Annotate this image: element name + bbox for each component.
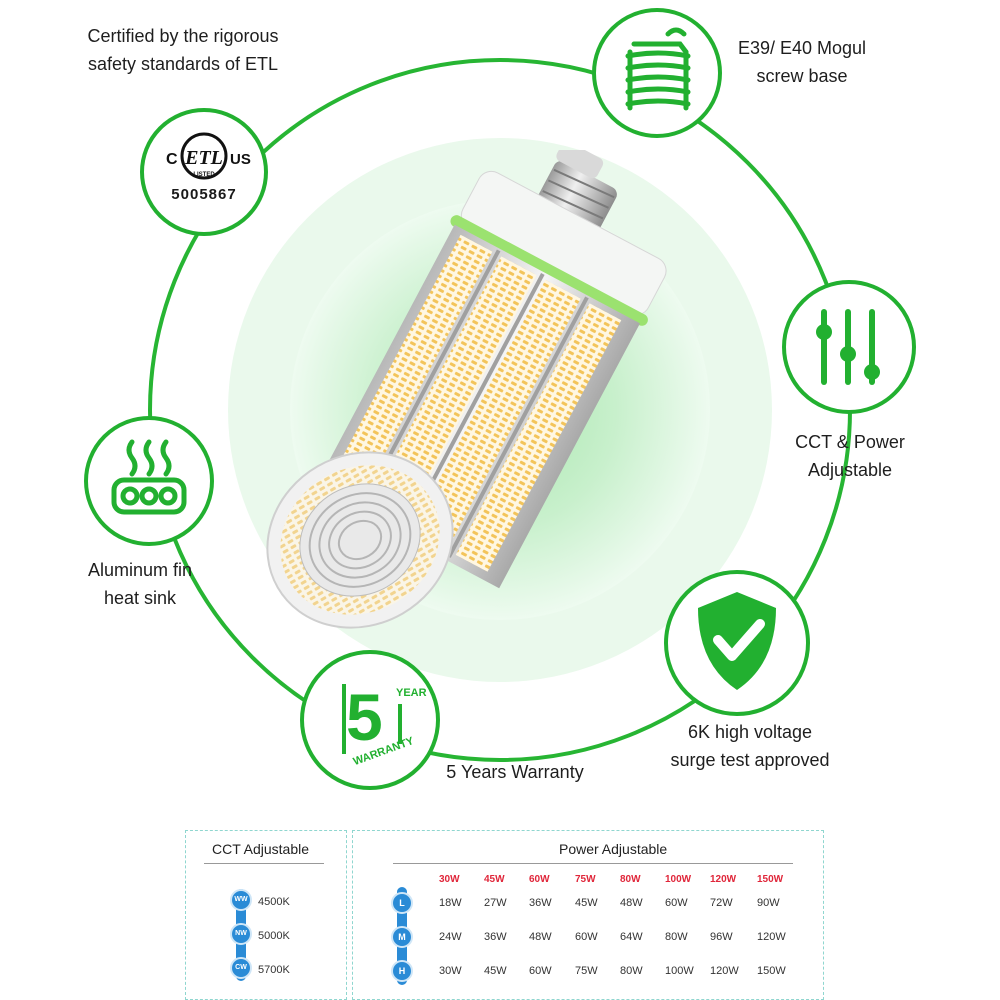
heat-sink-caption: Aluminum fin heat sink bbox=[50, 556, 230, 612]
power-level-h: H bbox=[391, 960, 413, 982]
sliders-icon bbox=[816, 309, 880, 385]
heat-sink-caption-line2: heat sink bbox=[103, 588, 177, 608]
power-header-100w: 100W bbox=[665, 874, 692, 885]
etl-badge: ETL LISTED C US 5005867 bbox=[140, 108, 268, 236]
power-cell: 48W bbox=[529, 931, 552, 943]
power-cell: 64W bbox=[620, 931, 643, 943]
warranty-icon: 5 YEAR WARRANTY bbox=[342, 680, 427, 768]
screw-base-caption-line1: E39/ E40 Mogul bbox=[737, 38, 867, 58]
power-cell: 75W bbox=[575, 965, 598, 977]
etl-mark-us: US bbox=[230, 151, 251, 168]
power-cell: 72W bbox=[710, 897, 733, 909]
power-level-l: L bbox=[391, 892, 413, 914]
cct-value-cw: 5700K bbox=[258, 964, 290, 976]
power-cell: 60W bbox=[529, 965, 552, 977]
warranty-badge-year: YEAR bbox=[396, 687, 427, 699]
power-header-120w: 120W bbox=[710, 874, 737, 885]
power-cell: 45W bbox=[484, 965, 507, 977]
power-cell: 150W bbox=[757, 965, 786, 977]
shield-check-icon bbox=[698, 592, 776, 690]
adjust-caption-line1: CCT & Power bbox=[795, 432, 905, 452]
power-cell: 60W bbox=[665, 897, 688, 909]
etl-listed-icon: ETL LISTED C US bbox=[166, 132, 251, 180]
warranty-badge-number: 5 bbox=[346, 680, 383, 754]
etl-number: 5005867 bbox=[171, 186, 237, 203]
screw-base-caption: E39/ E40 Mogul screw base bbox=[712, 34, 892, 90]
power-cell: 90W bbox=[757, 897, 780, 909]
surge-caption-line1: 6K high voltage bbox=[687, 722, 813, 742]
corn-bulb-illustration bbox=[266, 150, 667, 629]
power-level-m: M bbox=[391, 926, 413, 948]
etl-mark-text: ETL bbox=[184, 147, 223, 169]
heat-sink-caption-line1: Aluminum fin bbox=[87, 560, 193, 580]
power-cell: 36W bbox=[529, 897, 552, 909]
power-header-80w: 80W bbox=[620, 874, 641, 885]
etl-caption: Certified by the rigorous safety standar… bbox=[58, 22, 308, 78]
etl-mark-c: C bbox=[166, 151, 178, 168]
bulb-end-cap bbox=[266, 451, 454, 629]
warranty-badge: 5 YEAR WARRANTY bbox=[300, 650, 440, 790]
surge-badge bbox=[664, 570, 810, 716]
power-header-30w: 30W bbox=[439, 874, 460, 885]
power-cell: 27W bbox=[484, 897, 507, 909]
power-header-45w: 45W bbox=[484, 874, 505, 885]
screw-base-caption-line2: screw base bbox=[756, 66, 848, 86]
adjust-caption: CCT & Power Adjustable bbox=[770, 428, 930, 484]
cct-value-ww: 4500K bbox=[258, 896, 290, 908]
power-cell: 45W bbox=[575, 897, 598, 909]
etl-caption-line1: Certified by the rigorous bbox=[87, 26, 279, 46]
power-cell: 80W bbox=[665, 931, 688, 943]
cct-value-nw: 5000K bbox=[258, 930, 290, 942]
power-cell: 100W bbox=[665, 965, 694, 977]
cct-code-cw: CW bbox=[230, 957, 252, 979]
etl-caption-line2: safety standards of ETL bbox=[87, 54, 279, 74]
power-cell: 18W bbox=[439, 897, 462, 909]
power-table: Power Adjustable 30W 45W 60W 75W 80W 100W 120W… bbox=[352, 830, 824, 1000]
power-cell: 60W bbox=[575, 931, 598, 943]
surge-caption: 6K high voltage surge test approved bbox=[640, 718, 860, 774]
adjust-caption-line2: Adjustable bbox=[807, 460, 893, 480]
power-cell: 24W bbox=[439, 931, 462, 943]
cct-code-ww: WW bbox=[230, 889, 252, 911]
etl-mark-listed: LISTED bbox=[193, 172, 215, 178]
cct-divider bbox=[204, 863, 324, 864]
cct-table: CCT Adjustable WW NW CW 4500K 5000K 5700… bbox=[185, 830, 347, 1000]
cct-table-title: CCT Adjustable bbox=[212, 841, 310, 857]
power-header-60w: 60W bbox=[529, 874, 550, 885]
power-cell: 36W bbox=[484, 931, 507, 943]
power-cell: 120W bbox=[710, 965, 739, 977]
adjust-badge bbox=[782, 280, 916, 414]
power-cell: 80W bbox=[620, 965, 643, 977]
cct-code-nw: NW bbox=[230, 923, 252, 945]
power-table-title: Power Adjustable bbox=[559, 841, 668, 857]
power-cell: 120W bbox=[757, 931, 786, 943]
screw-base-badge bbox=[592, 8, 722, 138]
power-header-150w: 150W bbox=[757, 874, 784, 885]
power-cell: 48W bbox=[620, 897, 643, 909]
surge-caption-line2: surge test approved bbox=[670, 750, 830, 770]
heat-sink-icon bbox=[111, 439, 187, 515]
warranty-caption: 5 Years Warranty bbox=[446, 762, 584, 782]
heat-sink-badge bbox=[84, 416, 214, 546]
screw-base-icon bbox=[625, 27, 691, 111]
power-divider bbox=[393, 863, 793, 864]
power-header-75w: 75W bbox=[575, 874, 596, 885]
power-cell: 30W bbox=[439, 965, 462, 977]
power-cell: 96W bbox=[710, 931, 733, 943]
